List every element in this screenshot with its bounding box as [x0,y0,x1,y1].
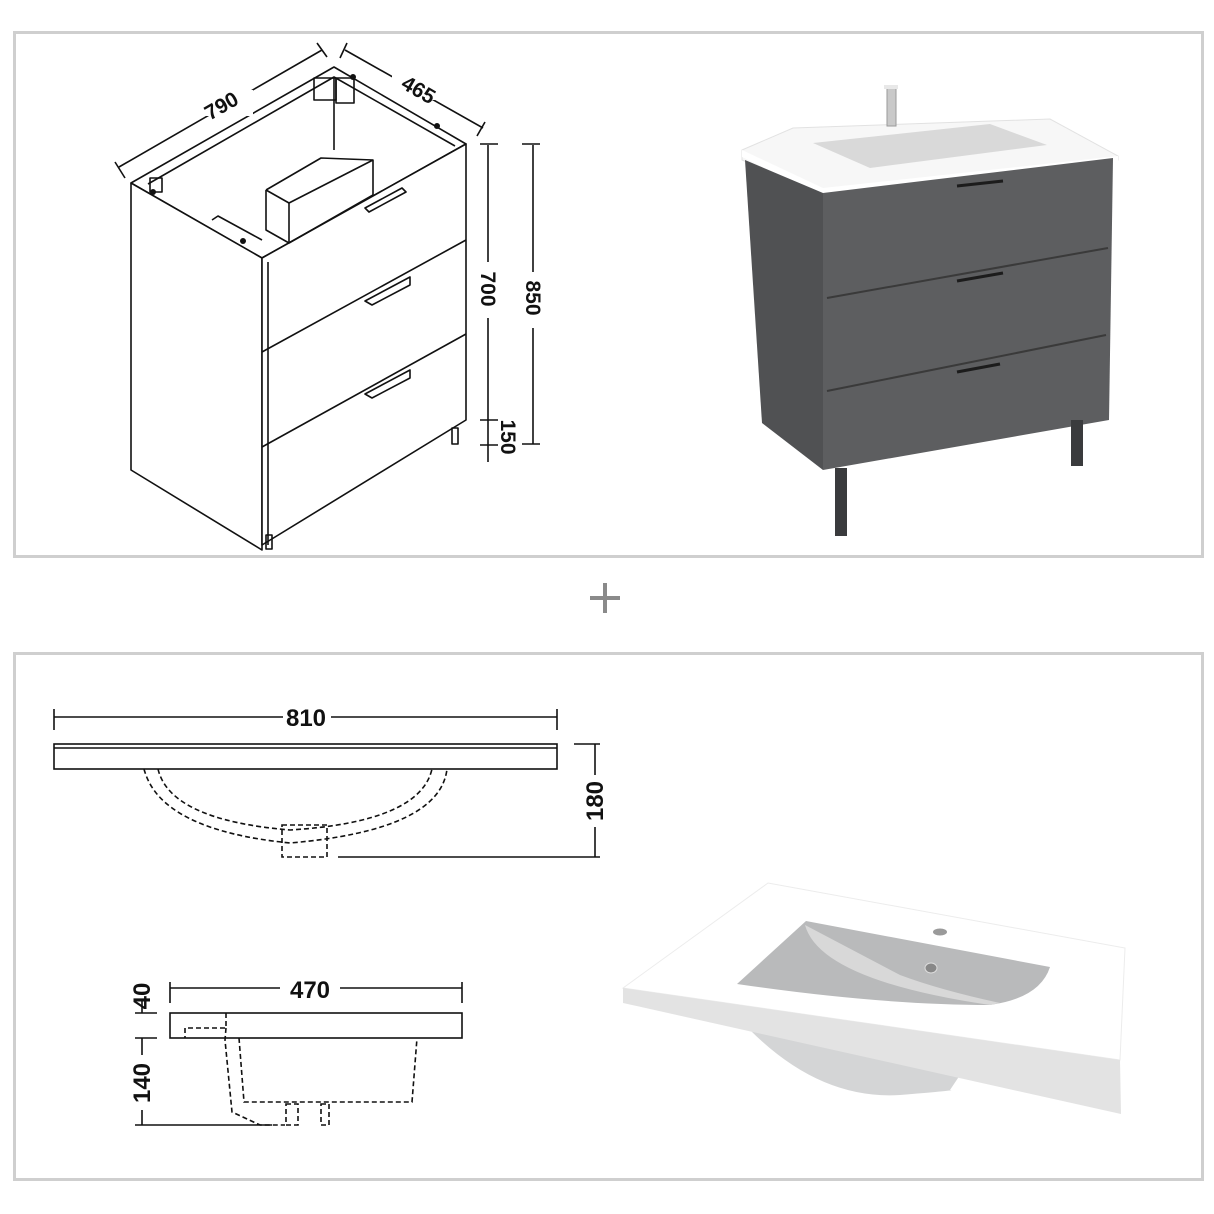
plus-separator-icon [590,583,620,613]
basin-height-180-label: 180 [582,781,609,821]
slab-thickness-40-label: 40 [129,983,156,1010]
bowl-depth-140-label: 140 [129,1063,156,1103]
leg-height-150-label: 150 [496,419,519,454]
body-height-700-label: 700 [476,271,499,306]
basin-width-810-label: 810 [286,705,326,732]
basin-panel [13,652,1204,1181]
total-height-850-label: 850 [521,280,544,315]
basin-depth-470-label: 470 [290,977,330,1004]
